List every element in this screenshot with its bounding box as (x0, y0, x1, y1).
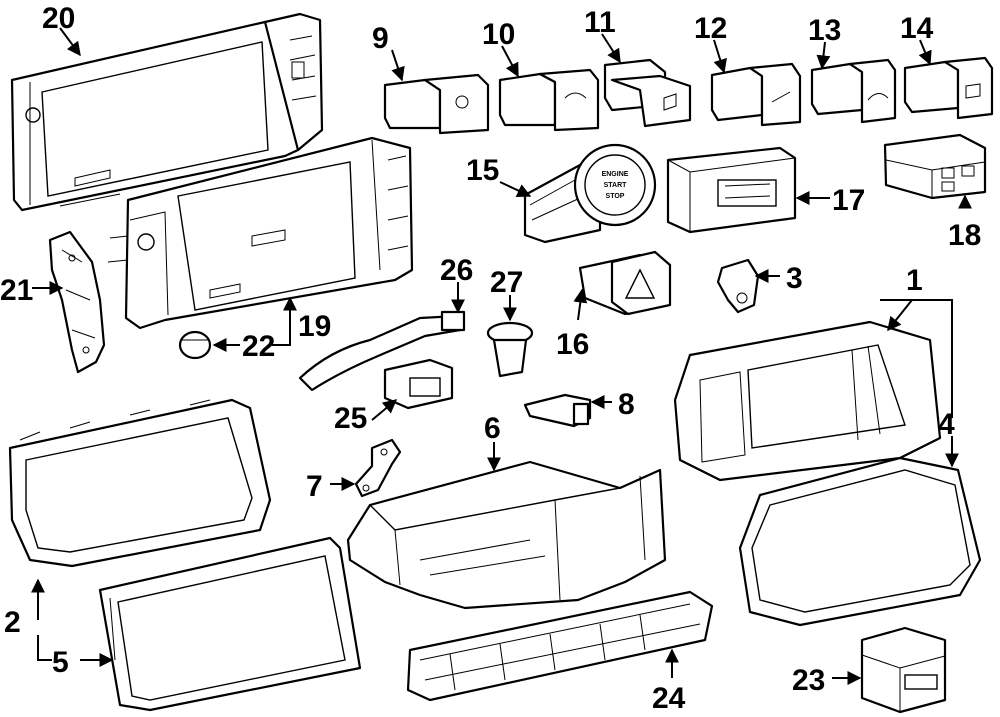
part-5-display-panel (98, 536, 362, 712)
leader-lines (31, 27, 972, 685)
part-12-switch (710, 62, 802, 127)
callout-labels: 20 9 10 11 12 13 14 15 17 18 21 19 22 26… (0, 2, 981, 715)
callout-16: 16 (556, 328, 589, 361)
callout-10: 10 (482, 18, 515, 51)
start-button-line2: START (604, 182, 628, 189)
callout-26: 26 (440, 254, 473, 287)
callout-15: 15 (466, 154, 499, 187)
callout-21: 21 (0, 274, 33, 307)
callout-20: 20 (42, 2, 75, 35)
callout-18: 18 (948, 219, 981, 252)
part-15-engine-start-button: ENGINE START STOP (523, 143, 657, 244)
callout-7: 7 (306, 470, 323, 503)
callout-27: 27 (490, 266, 523, 299)
callout-6: 6 (484, 412, 501, 445)
callout-12: 12 (694, 12, 727, 45)
part-18-switch-block (883, 133, 987, 200)
part-10-switch (498, 68, 600, 132)
part-1-gauge-cluster (673, 320, 942, 482)
part-9-switch (383, 73, 490, 135)
callout-4: 4 (938, 408, 955, 441)
part-13-switch (810, 58, 897, 124)
callout-19: 19 (298, 310, 331, 343)
part-4-cluster-lens (738, 456, 982, 627)
part-7-bracket (354, 438, 402, 498)
part-24-switch-panel (406, 590, 714, 702)
part-21-bracket (48, 230, 106, 374)
part-27-clip (486, 321, 534, 378)
start-button-line3: STOP (606, 193, 625, 200)
callout-9: 9 (372, 22, 389, 55)
callout-13: 13 (808, 14, 841, 47)
callout-3: 3 (786, 262, 803, 295)
callout-22: 22 (242, 330, 275, 363)
part-6-console-box (346, 460, 667, 610)
start-button-line1: ENGINE (602, 171, 629, 178)
part-22-knob (178, 330, 212, 360)
callout-24: 24 (652, 682, 686, 715)
part-2-cluster-housing (8, 398, 272, 568)
part-3-bracket (716, 258, 760, 314)
callout-2: 2 (4, 606, 21, 639)
callout-1: 1 (906, 264, 923, 297)
callout-25: 25 (334, 402, 367, 435)
part-8-sensor (523, 393, 592, 428)
callout-14: 14 (900, 12, 934, 45)
callout-17: 17 (832, 184, 865, 217)
part-11-switch (603, 58, 692, 128)
part-23-usb-port (860, 626, 947, 714)
part-17-control-module (666, 146, 797, 234)
part-19-display-assembly (107, 136, 414, 330)
callout-23: 23 (792, 664, 825, 697)
part-16-hazard-switch (578, 250, 672, 316)
callout-8: 8 (618, 388, 635, 421)
callout-5: 5 (52, 646, 69, 679)
callout-11: 11 (584, 6, 616, 39)
part-14-switch (903, 56, 994, 120)
part-25-connector (383, 358, 454, 410)
